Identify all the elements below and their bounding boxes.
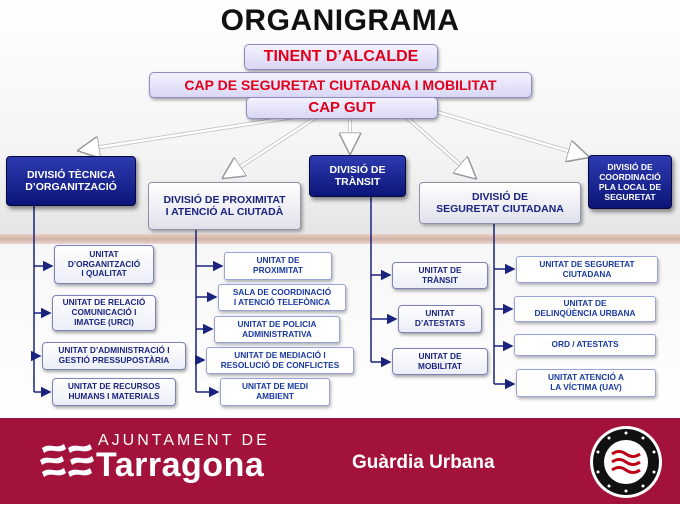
division-tecnica: DIVISIÓ TÈCNICA D’ORGANITZACIÓ — [6, 156, 136, 206]
cap-gut-label: CAP GUT — [308, 99, 376, 117]
unit-label: UNITAT DE POLICIA ADMINISTRATIVA — [237, 318, 317, 339]
unit-seguretat-ciutadana: UNITAT DE SEGURETAT CIUTADANA — [516, 256, 658, 283]
guardia-badge-icon — [588, 424, 664, 500]
connector-lines — [31, 108, 680, 398]
division-proximitat-label: DIVISIÓ DE PROXIMITAT I ATENCIÓ AL CIUTA… — [163, 193, 286, 218]
ajuntament-label: AJUNTAMENT DE — [98, 432, 270, 449]
unit-label: UNITAT DE DELINQÜÈNCIA URBANA — [534, 298, 636, 318]
division-seguretat: DIVISIÓ DE SEGURETAT CIUTADANA — [419, 182, 581, 224]
unit-label: UNITAT DE PROXIMITAT — [253, 255, 303, 275]
unit-label: UNITAT DE SEGURETAT CIUTADANA — [539, 258, 635, 279]
unit-medi-ambient: UNITAT DE MEDI AMBIENT — [220, 378, 330, 406]
unit-proximitat: UNITAT DE PROXIMITAT — [224, 252, 332, 280]
footer-bar — [0, 418, 680, 504]
tinent-alcalde-box: TINENT D’ALCALDE — [244, 44, 438, 70]
unit-label: UNITAT DE TRÀNSIT — [418, 264, 462, 285]
unit-label: UNITAT DE MEDIACIÓ I RESOLUCIÓ DE CONFLI… — [220, 349, 340, 370]
unit-ord-atestats: ORD / ATESTATS — [514, 334, 656, 356]
unit-label: UNITAT DE MEDI AMBIENT — [241, 381, 309, 401]
tarragona-logo-icon — [34, 428, 104, 498]
unit-label: UNITAT DE RELACIÓ COMUNICACIÓ I IMATGE (… — [62, 297, 146, 327]
unit-transit: UNITAT DE TRÀNSIT — [392, 262, 488, 289]
unit-delinquencia-urbana: UNITAT DE DELINQÜÈNCIA URBANA — [514, 296, 656, 322]
division-tecnica-label: DIVISIÓ TÈCNICA D’ORGANITZACIÓ — [25, 168, 117, 193]
cap-seguretat-label: CAP DE SEGURETAT CIUTADANA I MOBILITAT — [184, 76, 497, 93]
divider-band — [0, 234, 680, 244]
city-name: Tarragona — [96, 446, 265, 484]
unit-label: UNITAT D’ATESTATS — [414, 308, 466, 328]
unit-mediacio: UNITAT DE MEDIACIÓ I RESOLUCIÓ DE CONFLI… — [206, 347, 354, 374]
unit-label: UNITAT D’ADMINISTRACIÓ I GESTIÓ PRESSUPO… — [58, 345, 170, 365]
guardia-urbana-label: Guàrdia Urbana — [352, 452, 495, 473]
cap-seguretat-box: CAP DE SEGURETAT CIUTADANA I MOBILITAT — [149, 72, 532, 98]
division-proximitat: DIVISIÓ DE PROXIMITAT I ATENCIÓ AL CIUTA… — [148, 182, 301, 230]
tinent-label: TINENT D’ALCALDE — [263, 47, 419, 65]
page-title: ORGANIGRAMA — [220, 4, 460, 37]
unit-sala-coordinacio: SALA DE COORDINACIÓ I ATENCIÓ TELEFÒNICA — [218, 284, 346, 311]
unit-label: UNITAT DE RECURSOS HUMANS I MATERIALS — [67, 381, 161, 401]
unit-atestats: UNITAT D’ATESTATS — [398, 305, 482, 333]
unit-label: UNITAT DE MOBILITAT — [418, 350, 462, 371]
unit-organitzacio: UNITAT D’ORGANITZACIÓ I QUALITAT — [54, 245, 154, 284]
unit-label: UNITAT ATENCIÓ A LA VÍCTIMA (UAV) — [548, 372, 624, 392]
unit-administracio: UNITAT D’ADMINISTRACIÓ I GESTIÓ PRESSUPO… — [42, 342, 186, 370]
unit-mobilitat: UNITAT DE MOBILITAT — [392, 348, 488, 375]
division-transit-label: DIVISIÓ DE TRÀNSIT — [329, 163, 386, 188]
unit-label: UNITAT D’ORGANITZACIÓ I QUALITAT — [67, 248, 141, 279]
division-seguretat-label: DIVISIÓ DE SEGURETAT CIUTADANA — [436, 190, 564, 215]
unit-recursos-humans: UNITAT DE RECURSOS HUMANS I MATERIALS — [52, 378, 176, 406]
division-coordinacio-label: DIVISIÓ DE COORDINACIÓ PLA LOCAL DE SEGU… — [598, 161, 662, 203]
unit-policia-administrativa: UNITAT DE POLICIA ADMINISTRATIVA — [214, 316, 340, 343]
division-coordinacio: DIVISIÓ DE COORDINACIÓ PLA LOCAL DE SEGU… — [588, 155, 672, 209]
unit-relacio-comunicacio: UNITAT DE RELACIÓ COMUNICACIÓ I IMATGE (… — [52, 295, 156, 331]
cap-gut-box: CAP GUT — [246, 97, 438, 119]
unit-label: SALA DE COORDINACIÓ I ATENCIÓ TELEFÒNICA — [232, 286, 332, 307]
division-transit: DIVISIÓ DE TRÀNSIT — [309, 155, 406, 197]
unit-label: ORD / ATESTATS — [551, 339, 619, 350]
unit-atencio-victima: UNITAT ATENCIÓ A LA VÍCTIMA (UAV) — [516, 369, 656, 397]
